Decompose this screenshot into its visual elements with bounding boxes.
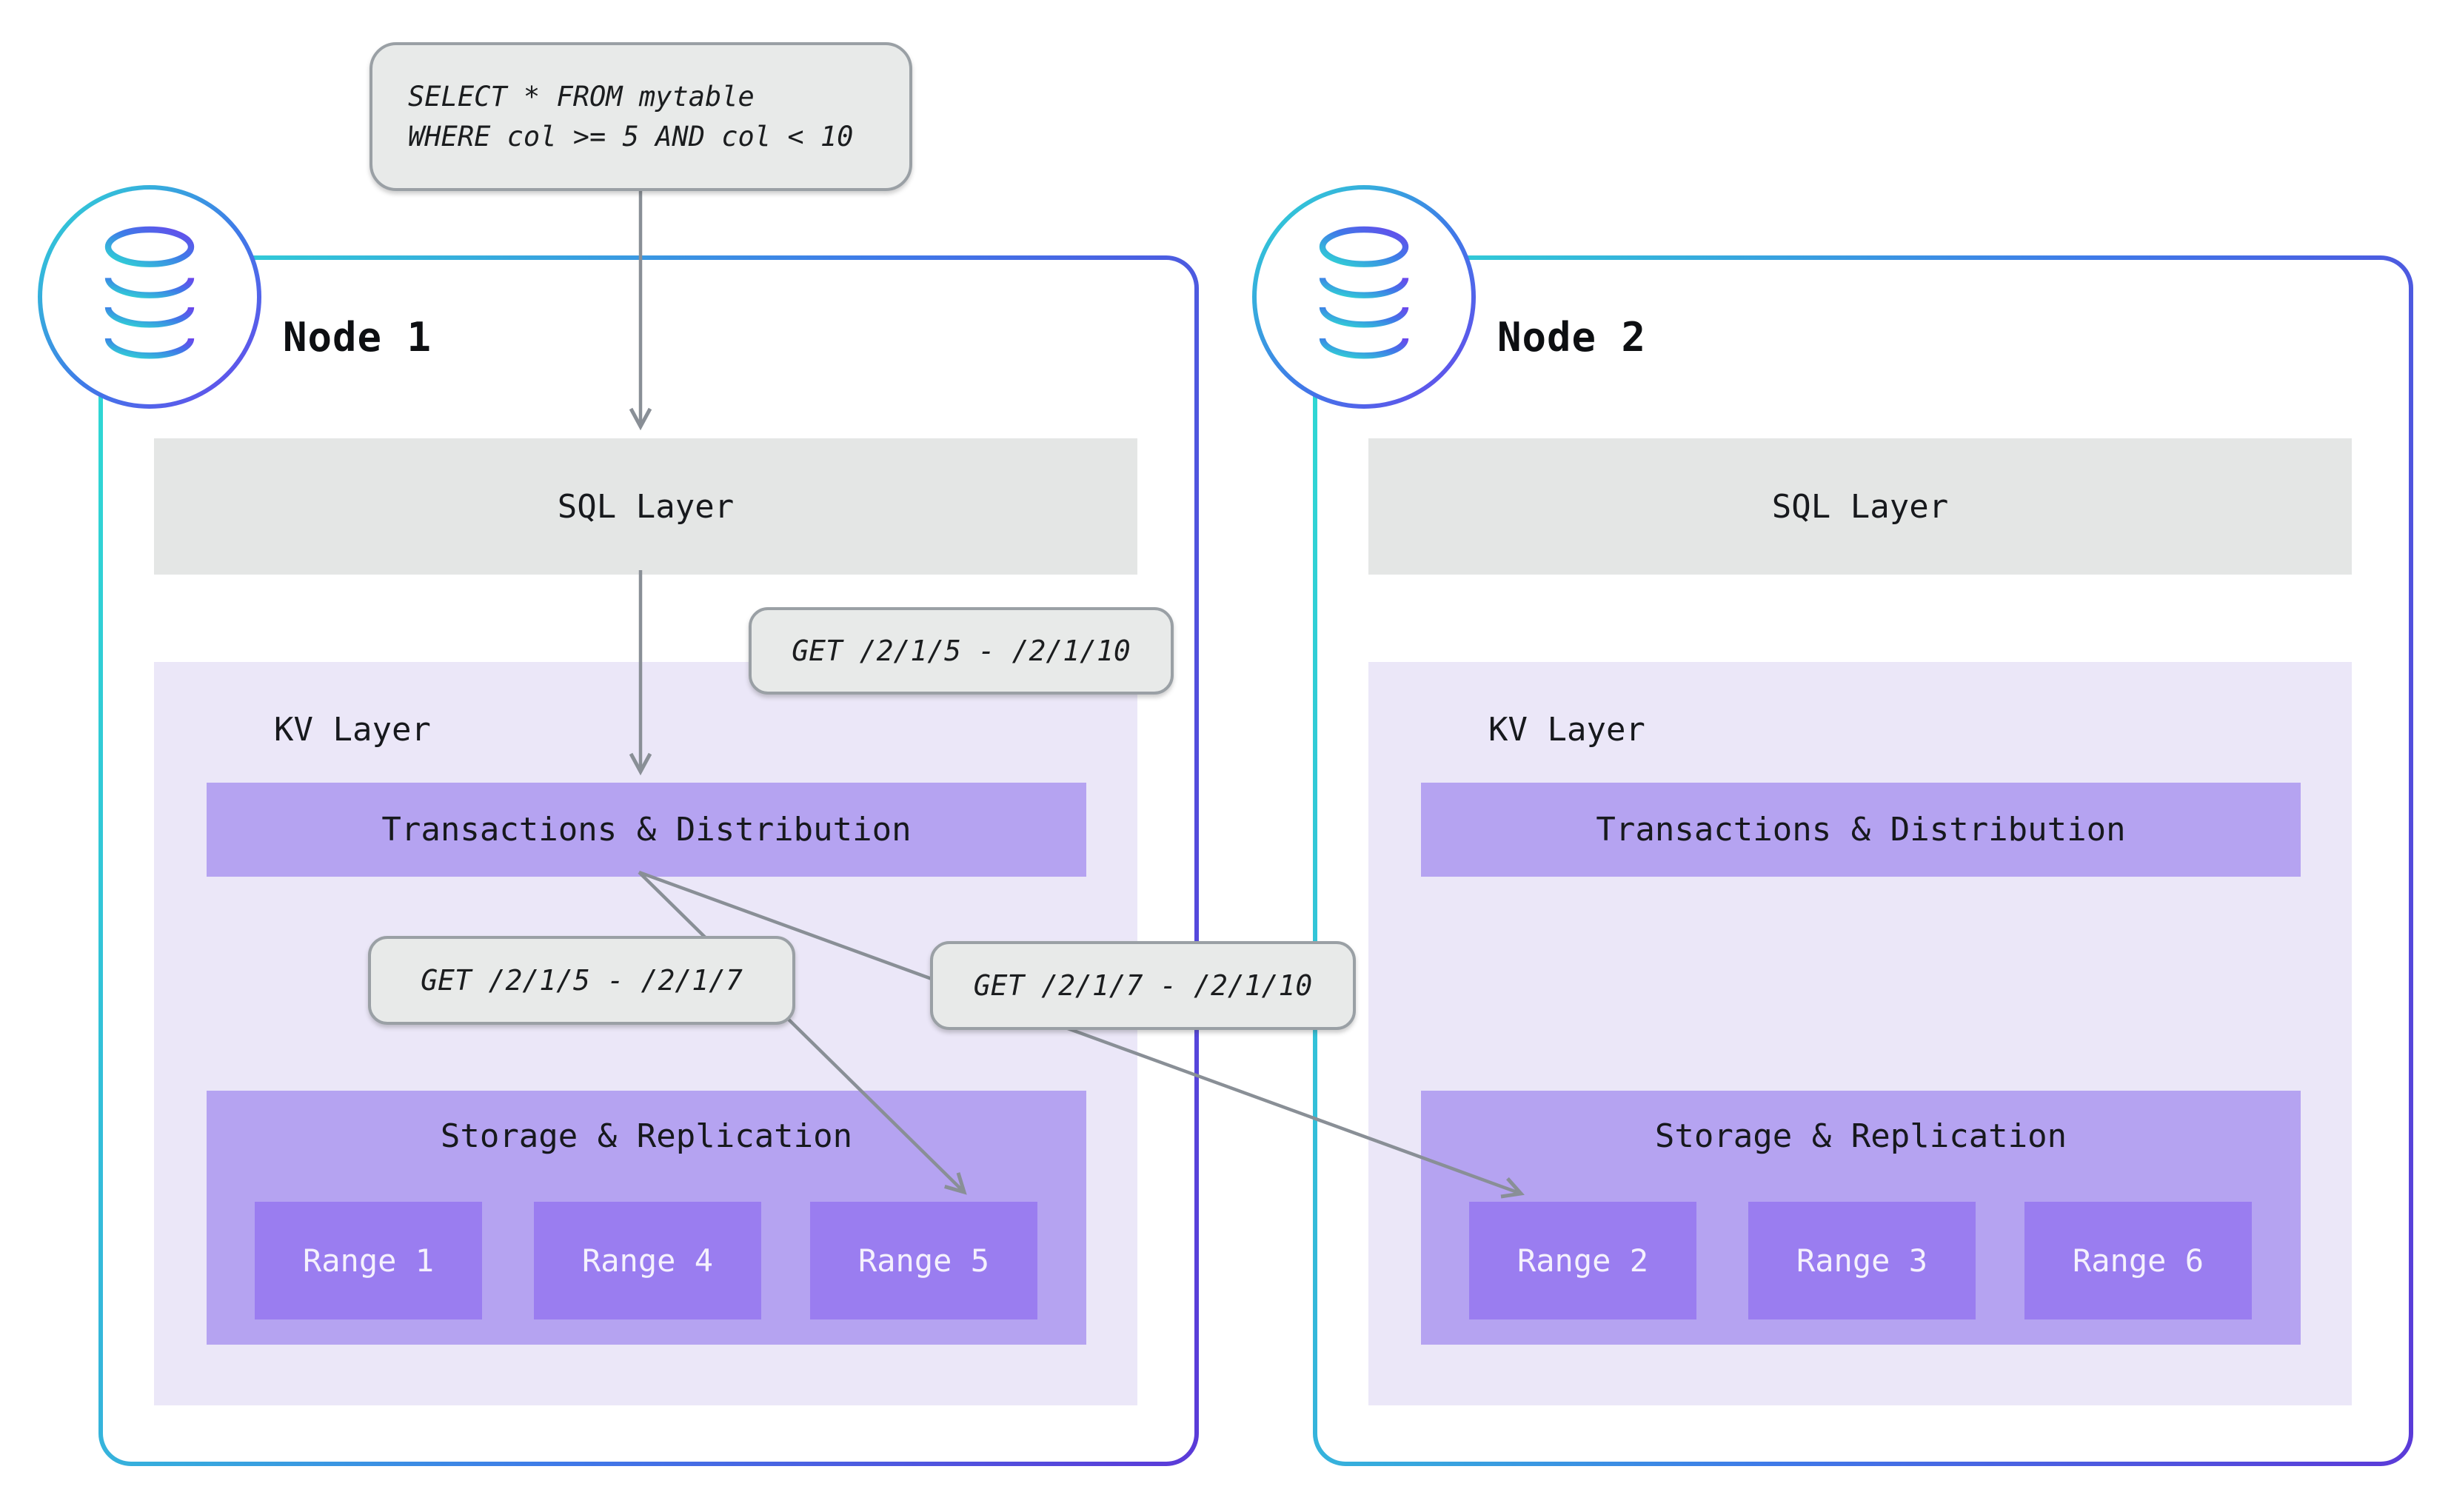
kv-layer: KV Layer Transactions & Distribution Sto… [1368,662,2352,1405]
node-2-database-badge [1252,185,1476,409]
database-icon [104,226,195,359]
storage-replication-box: Storage & Replication Range 2 Range 3 Ra… [1421,1091,2301,1345]
sql-layer-label: SQL Layer [557,487,735,526]
node-title: Node 1 [283,314,432,361]
storage-replication-label: Storage & Replication [1654,1117,2067,1155]
get-range-callout-right: GET /2/1/7 - /2/1/10 [930,941,1356,1030]
transactions-distribution-label: Transactions & Distribution [381,811,912,849]
transactions-distribution-bar: Transactions & Distribution [1421,783,2301,877]
range-box: Range 6 [2024,1202,2252,1319]
range-box: Range 2 [1469,1202,1696,1319]
storage-replication-label: Storage & Replication [440,1117,853,1155]
storage-replication-box: Storage & Replication Range 1 Range 4 Ra… [207,1091,1086,1345]
get-range-callout-full: GET /2/1/5 - /2/1/10 [749,607,1174,695]
sql-query-callout: SELECT * FROM mytable WHERE col >= 5 AND… [370,42,912,191]
sql-layer: SQL Layer [154,438,1137,575]
range-box: Range 4 [534,1202,761,1319]
sql-layer: SQL Layer [1368,438,2352,575]
sql-query-line-2: WHERE col >= 5 AND col < 10 [408,120,854,153]
range-box: Range 1 [255,1202,482,1319]
range-box: Range 3 [1748,1202,1976,1319]
node-1-container: Node 1 SQL Layer KV Layer Transactions &… [42,190,1199,1466]
kv-layer-label: KV Layer [274,711,431,749]
get-range-callout-left: GET /2/1/5 - /2/1/7 [368,936,795,1025]
transactions-distribution-bar: Transactions & Distribution [207,783,1086,877]
sql-query-line-1: SELECT * FROM mytable [408,80,755,113]
node-2-container: Node 2 SQL Layer KV Layer Transactions &… [1257,190,2413,1466]
kv-layer-label: KV Layer [1488,711,1645,749]
range-box: Range 5 [810,1202,1037,1319]
kv-layer: KV Layer Transactions & Distribution Sto… [154,662,1137,1405]
node-title: Node 2 [1497,314,1647,361]
transactions-distribution-label: Transactions & Distribution [1596,811,2126,849]
sql-layer-label: SQL Layer [1771,487,1949,526]
node-1-database-badge [38,185,261,409]
database-icon [1319,226,1409,359]
